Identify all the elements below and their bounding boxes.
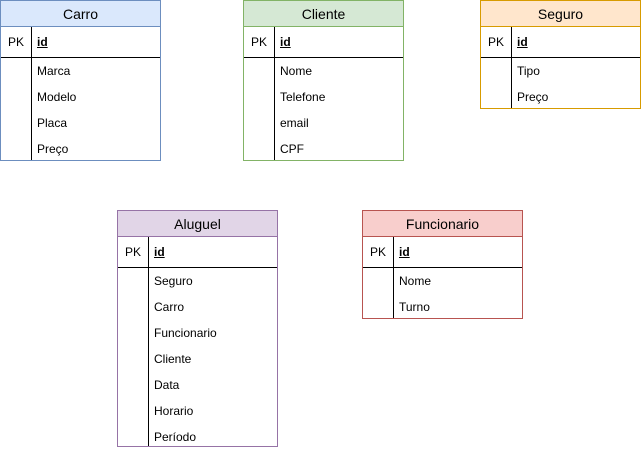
field-item: Tipo	[517, 64, 540, 78]
pk-label: PK	[369, 245, 386, 259]
field-item: email	[280, 116, 309, 130]
field-item: Funcionario	[154, 326, 217, 340]
pk-field: id	[399, 245, 410, 259]
column-divider	[393, 237, 394, 318]
pk-field: id	[154, 245, 165, 259]
pk-field: id	[280, 35, 291, 49]
entity-title: Cliente	[244, 1, 403, 27]
primary-key-row: PK id	[363, 237, 522, 268]
field-item: Telefone	[280, 90, 326, 104]
field-item: Nome	[280, 64, 313, 78]
field-item: Preço	[517, 90, 549, 104]
entity-aluguel[interactable]: Aluguel PK id Seguro Carro Funcionario C…	[117, 210, 278, 447]
field-item: Nome	[399, 274, 432, 288]
entity-title: Carro	[1, 1, 160, 27]
field-item: Carro	[154, 300, 185, 314]
field-list: Marca Modelo Placa Preço	[1, 58, 160, 162]
field-item: Horario	[154, 404, 194, 418]
entity-funcionario[interactable]: Funcionario PK id Nome Turno	[362, 210, 523, 319]
entity-cliente[interactable]: Cliente PK id Nome Telefone email CPF	[243, 0, 404, 161]
field-item: Seguro	[154, 274, 193, 288]
pk-field: id	[37, 35, 48, 49]
entity-title: Seguro	[481, 1, 640, 27]
field-list: Tipo Preço	[481, 58, 640, 110]
pk-label: PK	[250, 35, 267, 49]
pk-label: PK	[7, 35, 24, 49]
field-list: Seguro Carro Funcionario Cliente Data Ho…	[118, 268, 277, 450]
entity-title: Aluguel	[118, 211, 277, 237]
pk-label: PK	[124, 245, 141, 259]
field-item: Turno	[399, 300, 430, 314]
entity-title: Funcionario	[363, 211, 522, 237]
field-item: Marca	[37, 64, 71, 78]
column-divider	[31, 27, 32, 160]
field-item: Cliente	[154, 352, 192, 366]
primary-key-row: PK id	[1, 27, 160, 58]
field-item: Data	[154, 378, 180, 392]
column-divider	[148, 237, 149, 446]
field-list: Nome Turno	[363, 268, 522, 320]
entity-seguro[interactable]: Seguro PK id Tipo Preço	[480, 0, 641, 109]
column-divider	[274, 27, 275, 160]
field-item: Período	[154, 430, 197, 444]
pk-label: PK	[487, 35, 504, 49]
field-item: Placa	[37, 116, 68, 130]
pk-field: id	[517, 35, 528, 49]
primary-key-row: PK id	[118, 237, 277, 268]
field-item: Preço	[37, 142, 69, 156]
field-item: Modelo	[37, 90, 77, 104]
entity-carro[interactable]: Carro PK id Marca Modelo Placa Preço	[0, 0, 161, 161]
field-item: CPF	[280, 142, 304, 156]
primary-key-row: PK id	[244, 27, 403, 58]
column-divider	[511, 27, 512, 108]
primary-key-row: PK id	[481, 27, 640, 58]
field-list: Nome Telefone email CPF	[244, 58, 403, 162]
